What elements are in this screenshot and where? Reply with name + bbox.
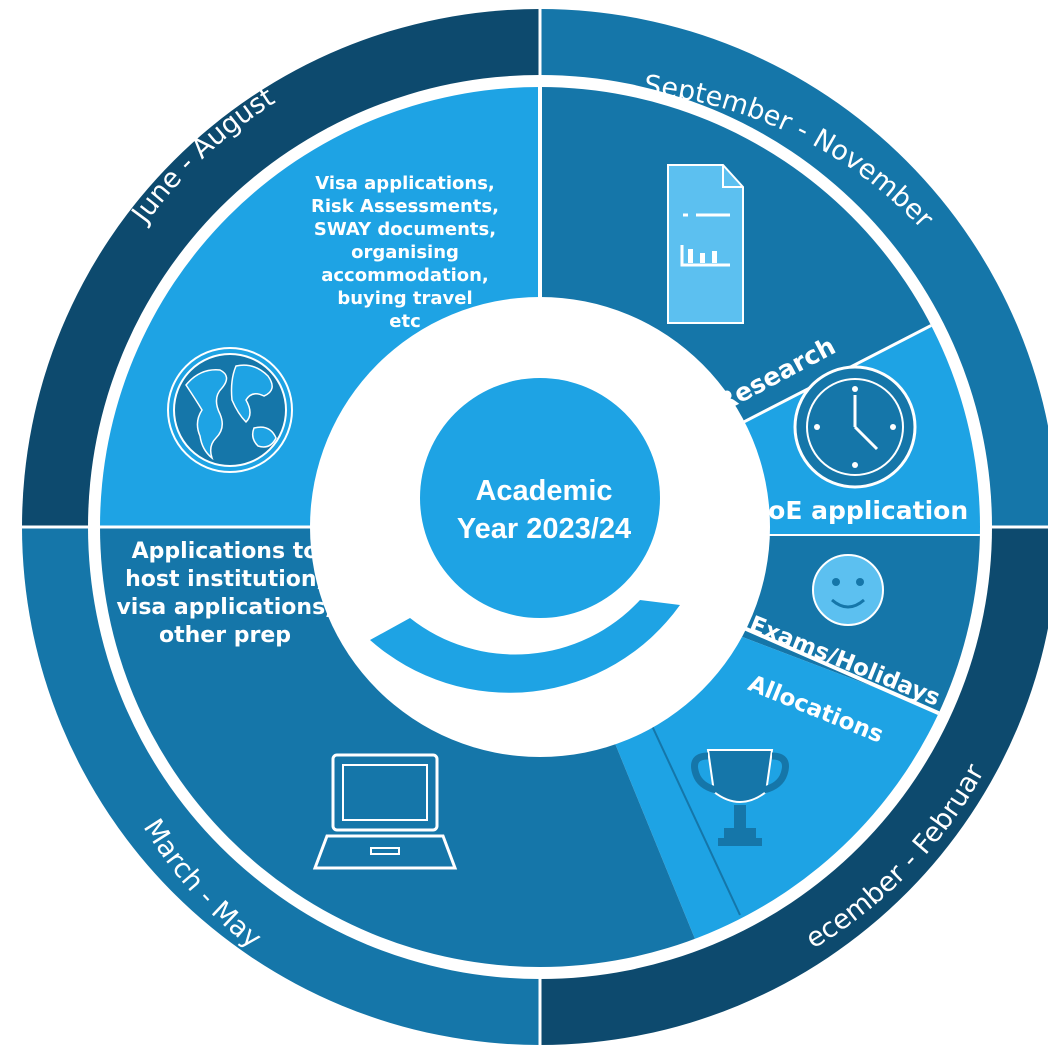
summer-prep-line: buying travel [337, 288, 473, 309]
spring-prep-text: Applications to host institution, visa a… [110, 538, 340, 650]
summer-prep-line: Visa applications, [315, 173, 495, 194]
center-title-line1: Academic [475, 475, 612, 507]
summer-prep-text: Visa applications, Risk Assessments, SWA… [290, 172, 520, 333]
summer-prep-line: organising [351, 242, 459, 263]
spring-prep-line: host institution, [125, 567, 325, 592]
center-circle [420, 378, 660, 618]
trophy-icon [691, 749, 789, 846]
summer-prep-line: etc [389, 311, 421, 332]
laptop-icon [312, 753, 458, 870]
segment-label-uoe-application: UoE application [748, 496, 968, 525]
spring-prep-line: visa applications, [116, 595, 334, 620]
summer-prep-line: Risk Assessments, [311, 196, 499, 217]
summer-prep-line: accommodation, [321, 265, 489, 286]
spring-prep-line: other prep [159, 623, 291, 648]
document-chart-icon [667, 164, 744, 324]
summer-prep-line: SWAY documents, [313, 219, 497, 240]
center-title-line2: Year 2023/24 [457, 513, 631, 545]
smiley-icon [812, 554, 884, 626]
clock-icon [793, 365, 917, 489]
hub-accent-arc [370, 600, 680, 693]
globe-icon [167, 347, 293, 473]
spring-prep-line: Applications to [131, 539, 319, 564]
